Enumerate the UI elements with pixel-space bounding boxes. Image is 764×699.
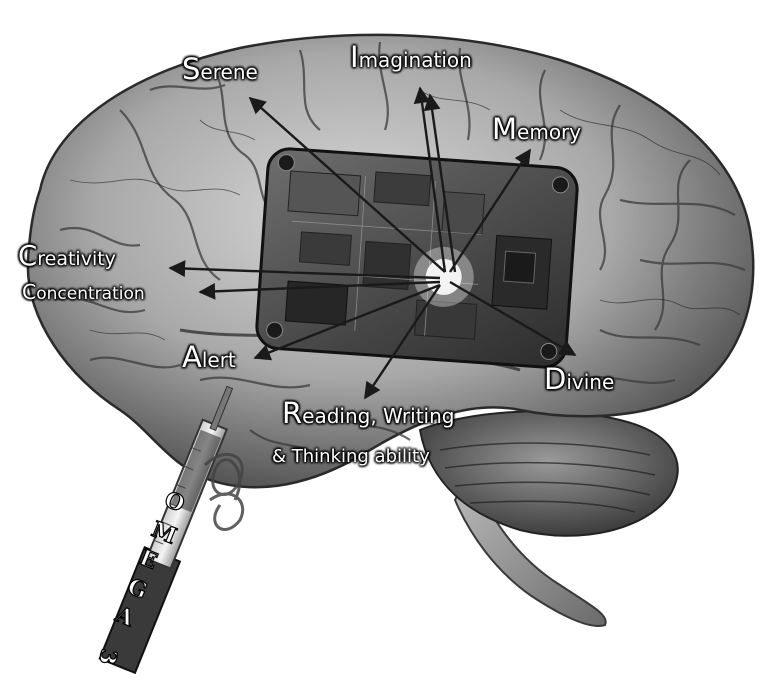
label-memory: Memory xyxy=(492,112,581,146)
label-concentration: Concentration xyxy=(22,280,145,304)
label-thinking-ability: & Thinking ability xyxy=(272,446,430,467)
label-alert: Alert xyxy=(182,340,236,374)
circuit-board xyxy=(255,147,578,368)
omega3-letter-3: 3 xyxy=(93,647,121,667)
label-serene: Serene xyxy=(182,52,258,86)
label-reading-writing: Reading, Writing xyxy=(282,396,454,430)
label-divine: Divine xyxy=(544,362,614,396)
label-creativity: Creativity xyxy=(18,240,116,272)
cerebellum xyxy=(420,411,678,536)
label-imagination: Imagination xyxy=(350,40,472,74)
